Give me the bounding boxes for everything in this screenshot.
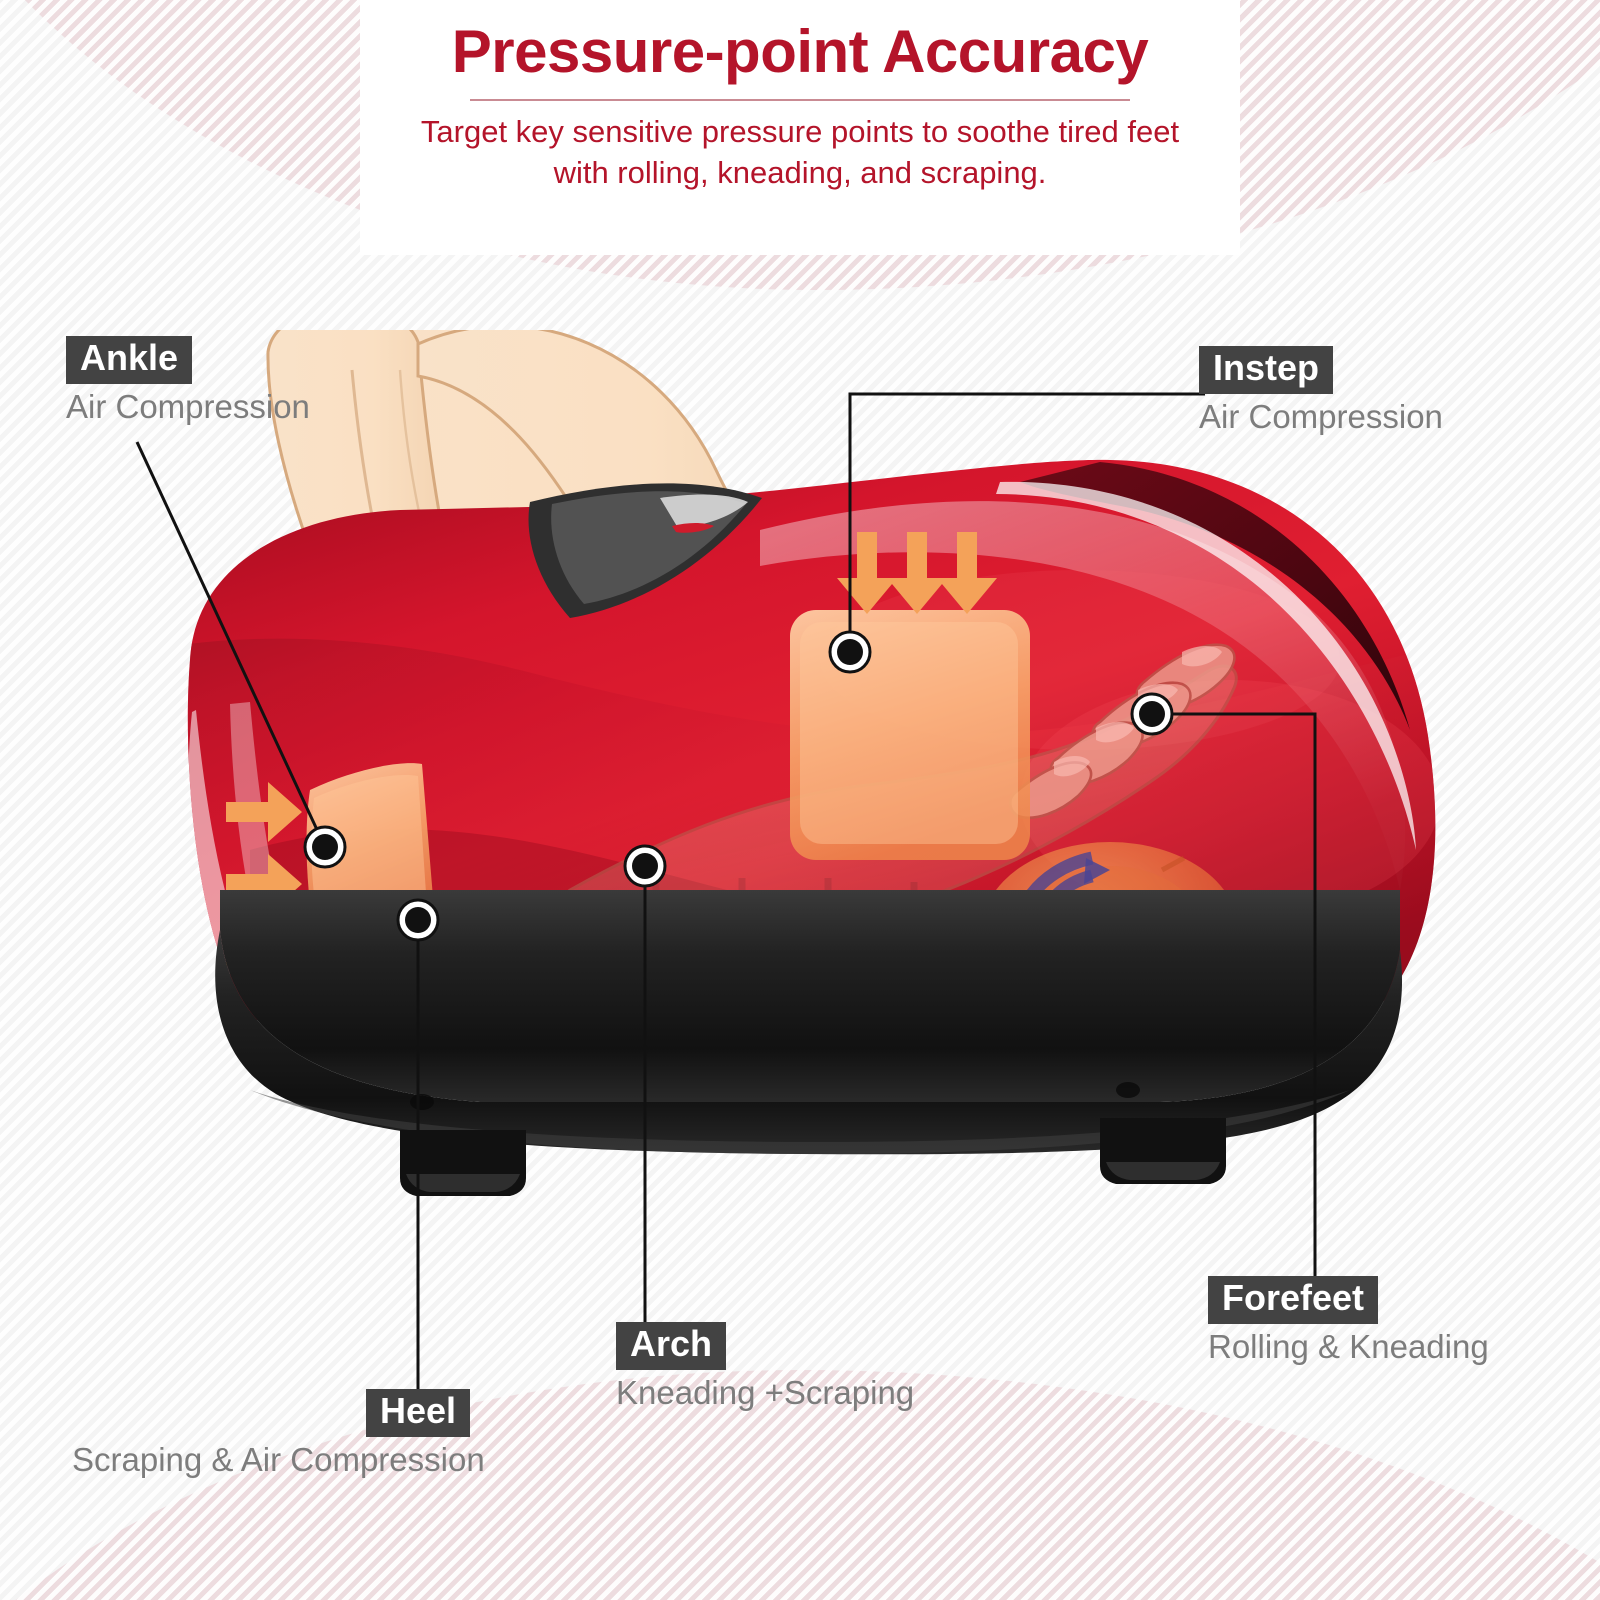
callout-heel-label: Heel bbox=[365, 1389, 470, 1438]
callout-instep-label: Instep bbox=[1199, 346, 1334, 395]
callout-ankle: Ankle Air Compression bbox=[66, 336, 310, 427]
callout-heel-description: Scraping & Air Compression bbox=[72, 1441, 485, 1479]
callout-forefeet-description: Rolling & Kneading bbox=[1208, 1328, 1489, 1366]
callout-forefeet: Forefeet Rolling & Kneading bbox=[1208, 1276, 1489, 1367]
massager-base bbox=[215, 890, 1403, 1196]
toe-opening bbox=[528, 483, 762, 618]
page-title: Pressure-point Accuracy bbox=[451, 18, 1149, 85]
callout-heel: Heel Scraping & Air Compression bbox=[72, 1389, 485, 1480]
instep-pad bbox=[790, 610, 1030, 860]
callout-forefeet-label: Forefeet bbox=[1208, 1276, 1379, 1325]
product-illustration bbox=[187, 330, 1436, 1196]
page-subtitle: Target key sensitive pressure points to … bbox=[420, 113, 1180, 191]
callout-ankle-description: Air Compression bbox=[66, 388, 310, 426]
title-card: Pressure-point Accuracy Target key sensi… bbox=[360, 0, 1240, 255]
title-divider bbox=[470, 98, 1130, 101]
callout-arch-description: Kneading +Scraping bbox=[616, 1374, 915, 1412]
callout-instep-description: Air Compression bbox=[1199, 398, 1443, 436]
callout-instep: Instep Air Compression bbox=[1199, 346, 1443, 437]
callout-arch-label: Arch bbox=[616, 1322, 727, 1371]
callout-ankle-label: Ankle bbox=[66, 336, 193, 385]
callout-arch: Arch Kneading +Scraping bbox=[616, 1322, 914, 1413]
instep-arrows bbox=[837, 532, 997, 614]
